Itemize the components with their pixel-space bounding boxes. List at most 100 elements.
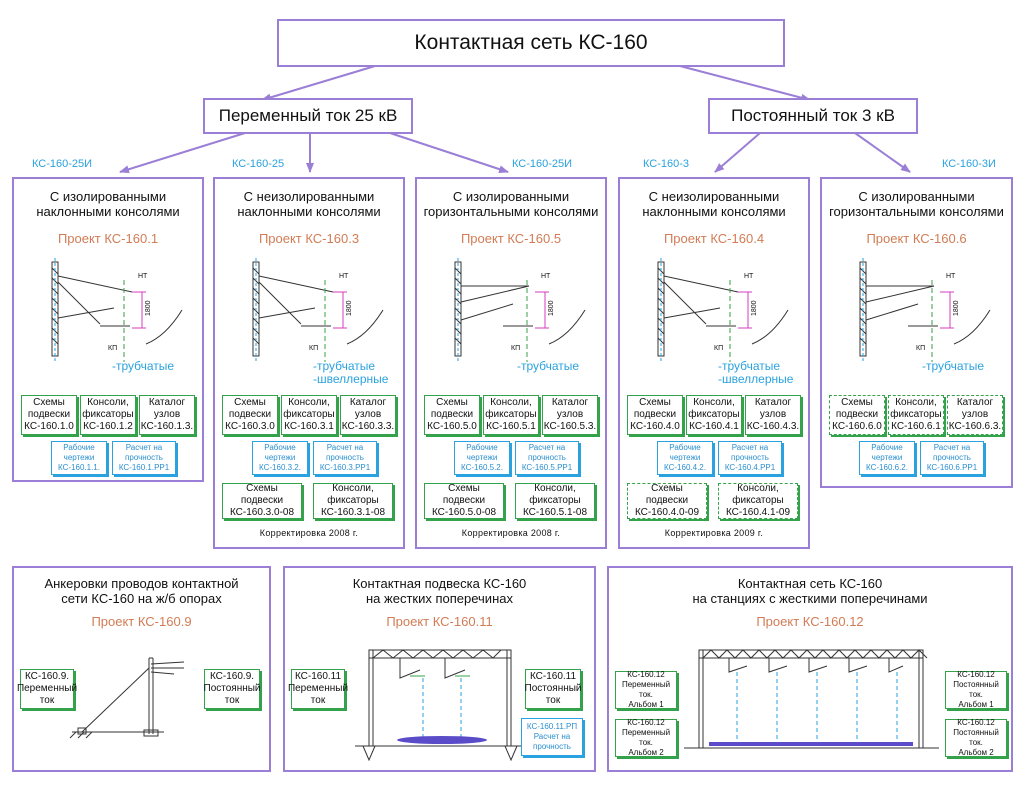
project-label: Проект КС-160.9 [91, 614, 192, 629]
doc-box[interactable]: Каталог узлов КС-160.5.3. [542, 395, 598, 435]
correction-note: Корректировка 2008 г. [461, 528, 561, 538]
code-col3: КС-160-25И [512, 158, 573, 170]
column-title: С изолированными горизонтальными консоля… [423, 189, 599, 219]
height-label: 1800 [751, 300, 758, 316]
rigid-portal-drawing [355, 649, 525, 762]
doc-box[interactable]: Каталог узлов КС-160.3.3. [340, 395, 396, 435]
column-2-box: С неизолированными наклонными консолями … [213, 177, 405, 549]
kp-label: КП [108, 345, 117, 352]
doc-box[interactable]: Схемы подвески КС-160.3.0-08 [222, 483, 302, 519]
nt-label: НТ [339, 273, 349, 280]
column-3-box: С изолированными горизонтальными консоля… [415, 177, 607, 549]
doc-box[interactable]: Консоли, фиксаторы КС-160.3.1-08 [313, 483, 393, 519]
kp-label: КП [309, 345, 318, 352]
type-label: -трубчатые -швеллерные [313, 359, 389, 386]
doc-box[interactable]: Консоли, фиксаторы КС-160.5.1 [483, 395, 539, 435]
nt-label: НТ [541, 273, 551, 280]
bottom-title: Контактная сеть КС-160 на станциях с жес… [692, 576, 928, 606]
station-dc-album1[interactable]: КС-160.12 Постоянный ток. Альбом 1 [945, 670, 1007, 709]
kp-label: КП [714, 345, 723, 352]
doc-box-blue[interactable]: Рабочие чертежи КС-160.5.2. [454, 441, 510, 475]
station-ac-album1[interactable]: КС-160.12 Переменный ток. Альбом 1 [615, 670, 677, 709]
type-label: -трубчатые [922, 359, 985, 373]
project-label: Проект КС-160.3 [258, 231, 360, 246]
rigid-ac-button[interactable]: КС-160.11 Переменный ток [288, 669, 348, 709]
type-label: -трубчатые [112, 359, 175, 373]
nt-label: НТ [138, 273, 148, 280]
project-label: Проект КС-160.6 [866, 231, 967, 246]
code-col2: КС-160-25 [232, 158, 285, 170]
doc-box-dashed[interactable]: Консоли, фиксаторы КС-160.4.1-09 [718, 483, 798, 519]
station-dc-album2[interactable]: КС-160.12 Постоянный ток. Альбом 2 [945, 718, 1007, 757]
correction-note: Корректировка 2009 г. [664, 528, 764, 538]
rigid-dc-button[interactable]: КС-160.11 Постоянный ток [525, 669, 582, 709]
type-label: -трубчатые [517, 359, 580, 373]
project-label: Проект КС-160.11 [386, 614, 493, 629]
code-col4: КС-160-3 [643, 158, 690, 170]
project-label: Проект КС-160.1 [57, 231, 159, 246]
doc-box[interactable]: Каталог узлов КС-160.1.3. [139, 395, 195, 435]
doc-box[interactable]: Схемы подвески КС-160.3.0 [222, 395, 278, 435]
dc-box: Постоянный ток 3 кВ [708, 98, 918, 134]
column-4-box: С неизолированными наклонными консолями … [618, 177, 810, 549]
kp-label: КП [916, 345, 925, 352]
ac-title: Переменный ток 25 кВ [218, 106, 398, 125]
column-title: С неизолированными наклонными консолями [237, 189, 381, 219]
height-label: 1800 [346, 300, 353, 316]
column-5-box: С изолированными горизонтальными консоля… [820, 177, 1013, 488]
height-label: 1800 [145, 300, 152, 316]
doc-box[interactable]: Схемы подвески КС-160.4.0 [627, 395, 683, 435]
bottom-box-anchoring: Анкеровки проводов контактной сети КС-16… [12, 566, 271, 772]
code-col1: КС-160-25И [32, 158, 93, 170]
type-label: -трубчатые -швеллерные [718, 359, 794, 386]
nt-label: НТ [946, 273, 956, 280]
bottom-box-station: Контактная сеть КС-160 на станциях с жес… [607, 566, 1013, 772]
bottom-title: Контактная подвеска КС-160 на жестких по… [352, 576, 527, 606]
doc-box[interactable]: Схемы подвески КС-160.5.0-08 [424, 483, 504, 519]
doc-box-blue[interactable]: Рабочие чертежи КС-160.1.1. [51, 441, 107, 475]
doc-box-blue[interactable]: Рабочие чертежи КС-160.4.2. [657, 441, 713, 475]
doc-box[interactable]: Схемы подвески КС-160.5.0 [424, 395, 480, 435]
bottom-title: Анкеровки проводов контактной сети КС-16… [44, 576, 239, 606]
doc-box-blue[interactable]: Рабочие чертежи КС-160.6.2. [859, 441, 915, 475]
dc-title: Постоянный ток 3 кВ [731, 106, 895, 125]
rigid-calc-button[interactable]: КС-160.11.РП Расчет на прочность [521, 718, 583, 756]
kp-label: КП [511, 345, 520, 352]
station-ac-album2[interactable]: КС-160.12 Переменный ток. Альбом 2 [615, 718, 677, 757]
column-title: С изолированными наклонными консолями [36, 189, 180, 219]
height-label: 1800 [953, 300, 960, 316]
anchor-dc-button[interactable]: КС-160.9. Постоянный ток [204, 669, 261, 709]
doc-box[interactable]: Каталог узлов КС-160.4.3. [745, 395, 801, 435]
height-label: 1800 [548, 300, 555, 316]
doc-box-blue[interactable]: Расчет на прочность КС-160.5.РР1 [515, 441, 579, 475]
ac-box: Переменный ток 25 кВ [203, 98, 413, 134]
column-title: С изолированными горизонтальными консоля… [829, 189, 1004, 219]
anchor-drawing [69, 657, 185, 739]
anchor-ac-button[interactable]: КС-160.9. Переменный ток [17, 669, 77, 709]
doc-box-blue[interactable]: Расчет на прочность КС-160.4.РР1 [718, 441, 782, 475]
doc-box[interactable]: Схемы подвески КС-160.1.0 [21, 395, 77, 435]
root-title: Контактная сеть КС-160 [414, 31, 648, 54]
doc-box[interactable]: Консоли, фиксаторы КС-160.1.2 [80, 395, 136, 435]
doc-box-dashed[interactable]: Консоли, фиксаторы КС-160.6.1 [888, 395, 944, 435]
doc-box-dashed[interactable]: Схемы подвески КС-160.6.0 [829, 395, 885, 435]
doc-box[interactable]: Консоли, фиксаторы КС-160.4.1 [686, 395, 742, 435]
doc-box[interactable]: Консоли, фиксаторы КС-160.5.1-08 [515, 483, 595, 519]
doc-box[interactable]: Консоли, фиксаторы КС-160.3.1 [281, 395, 337, 435]
code-col5: КС-160-3И [942, 158, 996, 170]
doc-box-blue[interactable]: Рабочие чертежи КС-160.3.2. [252, 441, 308, 475]
correction-note: Корректировка 2008 г. [259, 528, 359, 538]
doc-box-dashed[interactable]: Каталог узлов КС-160.6.3. [947, 395, 1003, 435]
project-label: Проект КС-160.5 [460, 231, 562, 246]
project-label: Проект КС-160.12 [756, 614, 864, 629]
doc-box-blue[interactable]: Расчет на прочность КС-160.1.РР1 [112, 441, 176, 475]
doc-box-blue[interactable]: Расчет на прочность КС-160.3.РР1 [313, 441, 377, 475]
doc-box-dashed[interactable]: Схемы подвески КС-160.4.0-09 [627, 483, 707, 519]
station-portal-drawing [684, 649, 939, 749]
doc-box-blue[interactable]: Расчет на прочность КС-160.6.РР1 [920, 441, 984, 475]
